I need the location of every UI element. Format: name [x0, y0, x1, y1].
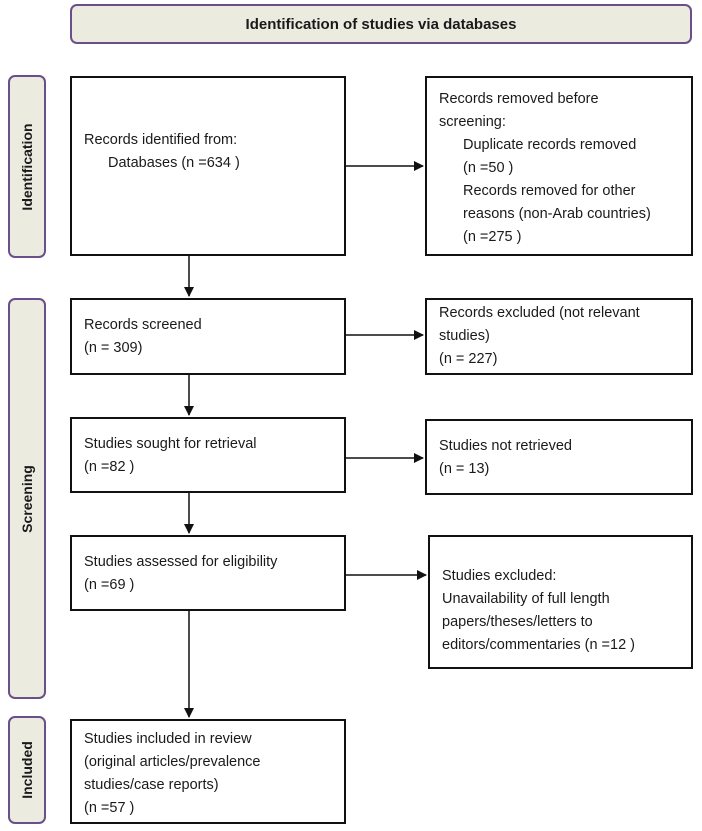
records-identified-box: Records identified from: Databases (n =6…: [70, 76, 346, 256]
records-removed-line5: Records removed for other: [463, 183, 636, 199]
records-removed-line7: (n =275 ): [463, 229, 522, 245]
phase-identification: Identification: [8, 75, 46, 258]
phase-included: Included: [8, 716, 46, 824]
not-retrieved-box: Studies not retrieved (n = 13): [425, 419, 693, 495]
records-removed-line4: (n =50 ): [463, 160, 514, 176]
not-retrieved-line2: (n = 13): [439, 461, 490, 477]
assessed-eligibility-line1: Studies assessed for eligibility: [84, 554, 278, 570]
header-title: Identification of studies via databases: [245, 15, 517, 33]
studies-excluded-line4: editors/commentaries (n =12 ): [442, 637, 636, 653]
sought-retrieval-line2: (n =82 ): [84, 459, 135, 475]
records-removed-line2: screening:: [439, 114, 506, 130]
included-review-line4: (n =57 ): [84, 800, 135, 816]
sought-retrieval-line1: Studies sought for retrieval: [84, 436, 257, 452]
records-excluded-box: Records excluded (not relevant studies) …: [425, 298, 693, 375]
records-identified-line2: Databases (n =634 ): [108, 155, 240, 171]
sought-retrieval-box: Studies sought for retrieval (n =82 ): [70, 417, 346, 493]
records-excluded-line2: studies): [439, 328, 490, 344]
included-review-line3: studies/case reports): [84, 777, 219, 793]
diagram-header: Identification of studies via databases: [70, 4, 692, 44]
records-identified-line1: Records identified from:: [84, 132, 238, 148]
included-review-line2: (original articles/prevalence: [84, 754, 261, 770]
studies-excluded-line2: Unavailability of full length: [442, 591, 610, 607]
records-screened-box: Records screened (n = 309): [70, 298, 346, 375]
records-removed-line6: reasons (non-Arab countries): [463, 206, 651, 222]
records-excluded-line1: Records excluded (not relevant: [439, 305, 640, 321]
studies-excluded-line3: papers/theses/letters to: [442, 614, 593, 630]
phase-screening: Screening: [8, 298, 46, 699]
records-screened-line2: (n = 309): [84, 340, 143, 356]
records-screened-line1: Records screened: [84, 317, 202, 333]
studies-excluded-box: Studies excluded: Unavailability of full…: [428, 535, 693, 669]
records-removed-line1: Records removed before: [439, 91, 599, 107]
assessed-eligibility-line2: (n =69 ): [84, 577, 135, 593]
records-excluded-line3: (n = 227): [439, 351, 498, 367]
not-retrieved-line1: Studies not retrieved: [439, 438, 572, 454]
records-removed-box: Records removed before screening: Duplic…: [425, 76, 693, 256]
included-review-line1: Studies included in review: [84, 731, 252, 747]
studies-excluded-line1: Studies excluded:: [442, 568, 557, 584]
included-review-box: Studies included in review (original art…: [70, 719, 346, 824]
records-removed-line3: Duplicate records removed: [463, 137, 637, 153]
assessed-eligibility-box: Studies assessed for eligibility (n =69 …: [70, 535, 346, 611]
